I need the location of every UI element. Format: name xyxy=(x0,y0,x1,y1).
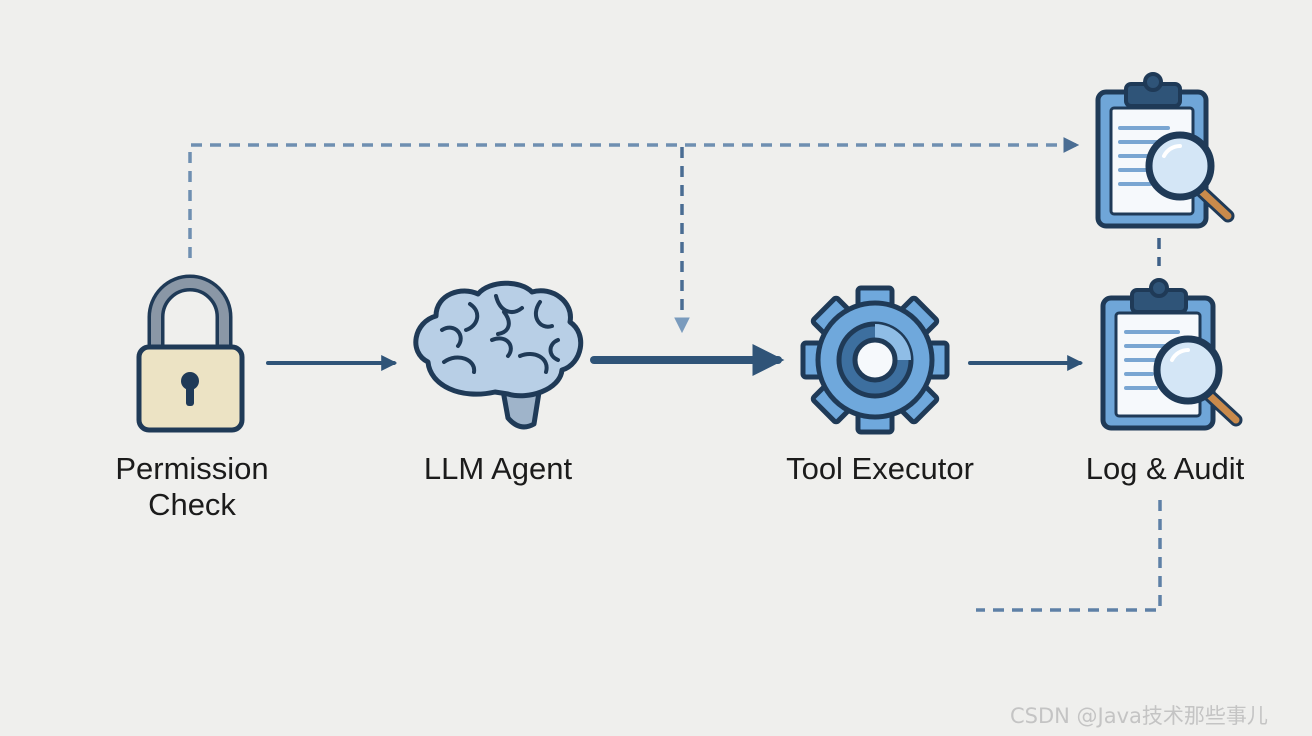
solid-arrows xyxy=(266,344,1084,376)
dashed-line-permission-to-log xyxy=(188,137,1080,258)
log-audit-label: Log & Audit xyxy=(1085,451,1245,486)
padlock-icon xyxy=(136,274,245,433)
watermark-text: CSDN @Java技术那些事儿 xyxy=(1010,704,1268,728)
dashed-connectors xyxy=(188,137,1162,612)
clipboard-magnifier-icon-top xyxy=(1095,72,1235,229)
llm-agent-label: LLM Agent xyxy=(423,451,573,486)
gear-icon xyxy=(800,285,950,435)
permission-check-label-line2: Check xyxy=(148,487,236,522)
tool-executor-label: Tool Executor xyxy=(786,451,974,486)
brain-icon xyxy=(413,280,584,430)
clipboard-magnifier-icon xyxy=(1100,278,1243,431)
dashed-line-log-return xyxy=(976,500,1162,612)
permission-check-label-line1: Permission xyxy=(115,451,269,486)
permission-check-label: Permission Check xyxy=(80,451,304,523)
